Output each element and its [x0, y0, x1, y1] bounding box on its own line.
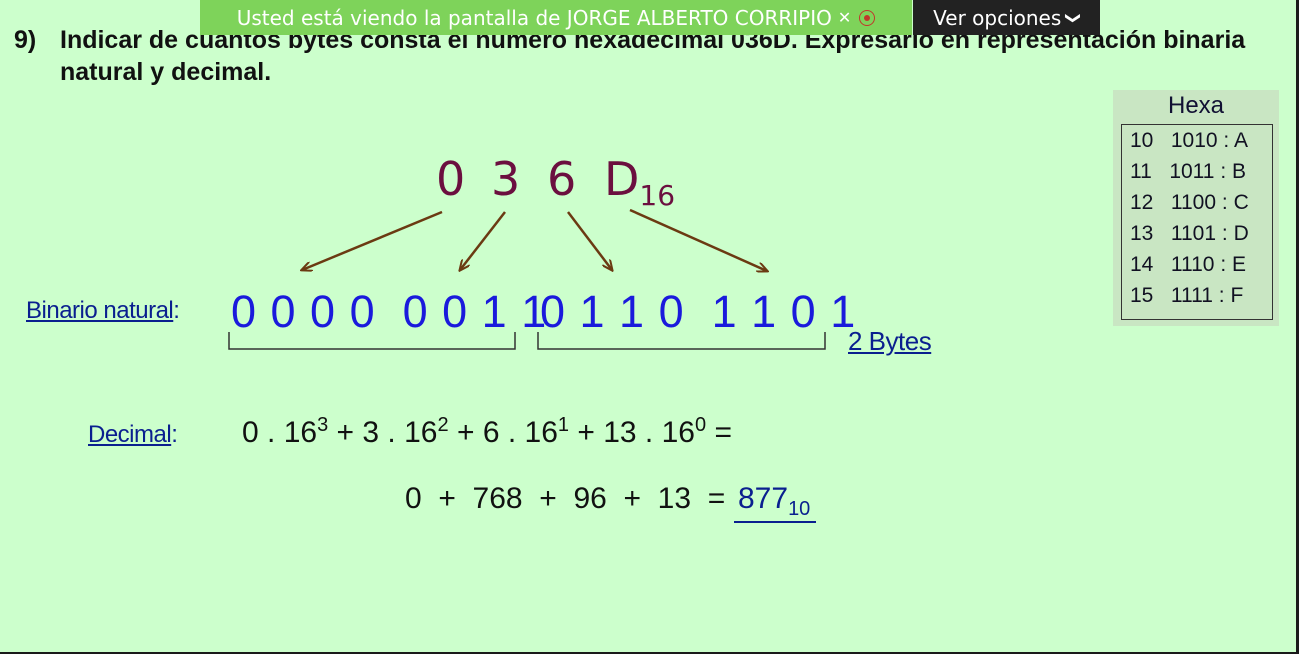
- record-icon[interactable]: [859, 9, 876, 26]
- question-number: 9): [14, 26, 37, 54]
- binary-byte1: 0 0 0 0 0 0 1 1: [231, 286, 548, 337]
- arrow-3: [460, 211, 506, 270]
- hexa-row: 14 1110 : E: [1130, 253, 1247, 276]
- chevron-down-icon: ❯: [1064, 11, 1083, 24]
- question-text-line2: natural y decimal.: [60, 58, 272, 86]
- hex-digit-2: 6: [547, 152, 577, 206]
- screen-share-text: Usted está viendo la pantalla de JORGE A…: [236, 5, 832, 30]
- hexa-table-title: Hexa: [1167, 92, 1225, 119]
- hexa-table-body: 10 1010 : A 11 1011 : B 12 1100 : C 13 1…: [1121, 124, 1273, 320]
- decimal-expansion: 0 . 163 + 3 . 162 + 6 . 161 + 13 . 160 =: [242, 414, 732, 449]
- arrow-6: [567, 211, 612, 270]
- hexa-row: 10 1010 : A: [1130, 129, 1248, 152]
- mic-off-icon[interactable]: ✕: [837, 8, 852, 27]
- byte2-bracket: [537, 332, 826, 350]
- hexa-row: 15 1111 : F: [1130, 284, 1244, 307]
- hex-digit-0: 0: [436, 152, 466, 206]
- byte1-bracket: [228, 332, 516, 350]
- screen-share-banner: Usted está viendo la pantalla de JORGE A…: [200, 0, 912, 35]
- decimal-label: Decimal:: [88, 421, 178, 448]
- binary-label: Binario natural:: [26, 297, 180, 324]
- arrow-0: [302, 210, 443, 270]
- hex-base-subscript: 16: [639, 179, 676, 213]
- hex-digit-1: 3: [491, 152, 521, 206]
- view-options-button[interactable]: Ver opciones ❯: [913, 0, 1100, 35]
- hexa-row: 11 1011 : B: [1130, 160, 1247, 183]
- view-options-label: Ver opciones: [933, 5, 1062, 30]
- binary-byte2: 0 1 1 0 1 1 0 1: [540, 286, 857, 337]
- hex-digit-3: D16: [604, 152, 676, 213]
- hexa-row: 13 1101 : D: [1130, 222, 1249, 245]
- hexa-table: Hexa 10 1010 : A 11 1011 : B 12 1100 : C…: [1113, 90, 1279, 326]
- arrow-d: [629, 208, 767, 271]
- bytes-count-label: 2 Bytes: [848, 326, 932, 356]
- decimal-sum: 0 + 768 + 96 + 13 =: [405, 482, 726, 515]
- hexa-row: 12 1100 : C: [1130, 191, 1249, 214]
- decimal-result: 87710: [734, 482, 817, 523]
